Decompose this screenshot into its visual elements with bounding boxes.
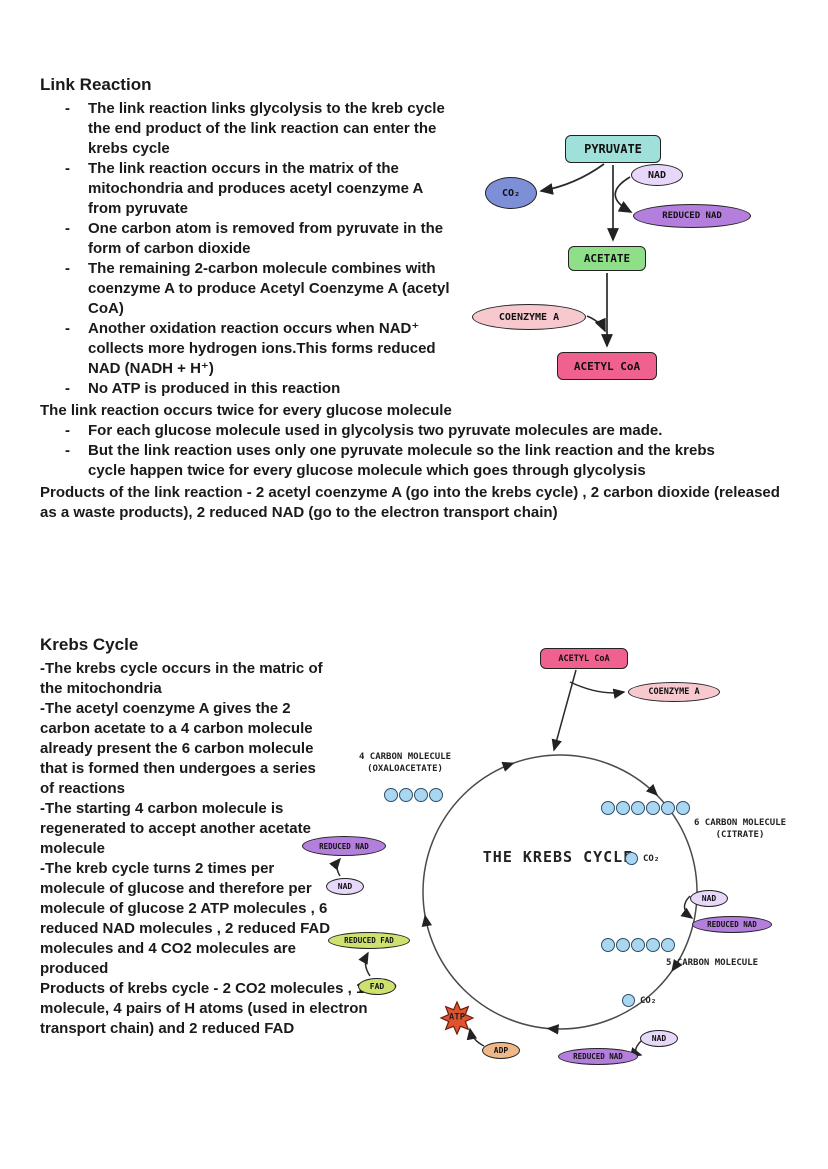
carbon-circle bbox=[646, 801, 660, 815]
carbon-circle bbox=[646, 938, 660, 952]
bullet-text: No ATP is produced in this reaction bbox=[88, 380, 341, 397]
five-carbon-molecules bbox=[601, 938, 675, 952]
krebs-cycle-title: Krebs Cycle bbox=[40, 635, 139, 654]
krebs-paragraph: -The krebs cycle occurs in the matric of… bbox=[40, 660, 323, 697]
carbon-circle bbox=[601, 801, 615, 815]
link-reaction-note-bullets: For each glucose molecule used in glycol… bbox=[40, 421, 782, 481]
four-carbon-label: 4 CARBON MOLECULE bbox=[358, 752, 452, 762]
carbon-circle bbox=[384, 788, 398, 802]
bullet-text: For each glucose molecule used in glycol… bbox=[88, 422, 663, 439]
bullet-text: Another oxidation reaction occurs when N… bbox=[88, 320, 436, 377]
krebs-cycle-diagram: THE KREBS CYCLE ACETYL CoA COENZYME A 4 … bbox=[300, 640, 815, 1100]
co2-dot bbox=[622, 994, 635, 1007]
acetyl-coa-node: ACETYL CoA bbox=[540, 648, 628, 669]
link-reaction-diagram: PYRUVATE NAD CO₂ REDUCED NAD ACETATE COE… bbox=[470, 125, 780, 405]
krebs-diagram-drawing bbox=[329, 669, 698, 1058]
arrow-fad-to-reduced-fad bbox=[358, 951, 371, 977]
reduced-nad-node: REDUCED NAD bbox=[302, 836, 386, 856]
list-item: But the link reaction uses only one pyru… bbox=[40, 441, 782, 481]
list-item: One carbon atom is removed from pyruvate… bbox=[40, 219, 782, 259]
bullet-text: But the link reaction uses only one pyru… bbox=[88, 442, 715, 479]
bullet-text: The link reaction occurs in the matrix o… bbox=[88, 160, 423, 217]
carbon-circle bbox=[429, 788, 443, 802]
ring-arrow bbox=[546, 1024, 559, 1035]
link-reaction-bullet-list: The link reaction links glycolysis to th… bbox=[40, 99, 782, 399]
reduced-fad-node: REDUCED FAD bbox=[328, 932, 410, 949]
nad-node: NAD bbox=[326, 878, 364, 895]
arrow-coenzyme-a-in bbox=[586, 315, 606, 333]
nad-node: NAD bbox=[690, 890, 728, 907]
carbon-circle bbox=[414, 788, 428, 802]
carbon-circle bbox=[631, 801, 645, 815]
coenzyme-a-node: COENZYME A bbox=[472, 304, 586, 330]
co2-label: CO₂ bbox=[640, 996, 657, 1006]
ring-arrow bbox=[501, 761, 515, 772]
atp-star bbox=[439, 1000, 475, 1036]
list-item: For each glucose molecule used in glycol… bbox=[40, 421, 782, 441]
reduced-nad-node: REDUCED NAD bbox=[633, 204, 751, 228]
acetyl-coa-node: ACETYL CoA bbox=[557, 352, 657, 380]
link-reaction-note: The link reaction occurs twice for every… bbox=[40, 402, 452, 419]
list-item: The remaining 2-carbon molecule combines… bbox=[40, 259, 782, 319]
four-carbon-sublabel: (OXALOACETATE) bbox=[367, 764, 443, 774]
link-reaction-title: Link Reaction bbox=[40, 75, 152, 94]
bullet-text: One carbon atom is removed from pyruvate… bbox=[88, 220, 444, 257]
arrow-nad-to-reduced-nad bbox=[614, 176, 633, 213]
link-reaction-products: Products of the link reaction - 2 acetyl… bbox=[40, 484, 780, 521]
co2-label: CO₂ bbox=[643, 854, 660, 864]
carbon-circle bbox=[601, 938, 615, 952]
krebs-center-title: THE KREBS CYCLE bbox=[482, 848, 634, 866]
krebs-cycle-section: Krebs Cycle -The krebs cycle occurs in t… bbox=[40, 634, 440, 1039]
krebs-products: Products of krebs cycle - 2 CO2 molecule… bbox=[40, 980, 397, 1037]
cycle-ring bbox=[422, 754, 698, 1030]
co2-node: CO₂ bbox=[485, 177, 537, 209]
link-reaction-section: Link Reaction The link reaction links gl… bbox=[40, 74, 782, 523]
fad-node: FAD bbox=[358, 978, 396, 995]
bullet-text: The link reaction links glycolysis to th… bbox=[88, 100, 445, 157]
list-item: The link reaction links glycolysis to th… bbox=[40, 99, 782, 159]
nad-node: NAD bbox=[640, 1030, 678, 1047]
reduced-nad-node: REDUCED NAD bbox=[558, 1048, 638, 1065]
ring-arrow bbox=[645, 783, 659, 797]
list-item: Another oxidation reaction occurs when N… bbox=[40, 319, 782, 379]
five-carbon-label: 5 CARBON MOLECULE bbox=[665, 958, 759, 968]
list-item: No ATP is produced in this reaction bbox=[40, 379, 782, 399]
link-diagram-arrows bbox=[539, 163, 633, 348]
pyruvate-node: PYRUVATE bbox=[565, 135, 661, 163]
arrow-nad-bottom bbox=[629, 1039, 643, 1058]
adp-node: ADP bbox=[482, 1042, 520, 1059]
arrow-acetyl-coa-in bbox=[551, 669, 577, 752]
arrow-nad-right bbox=[680, 895, 694, 919]
carbon-circle bbox=[676, 801, 690, 815]
carbon-circle bbox=[399, 788, 413, 802]
acetate-node: ACETATE bbox=[568, 246, 646, 271]
arrow-adp-to-atp bbox=[466, 1027, 485, 1047]
bullet-text: The remaining 2-carbon molecule combines… bbox=[88, 260, 450, 317]
coenzyme-a-node: COENZYME A bbox=[628, 682, 720, 702]
carbon-circle bbox=[616, 801, 630, 815]
carbon-circle bbox=[661, 801, 675, 815]
nad-node: NAD bbox=[631, 164, 683, 186]
reduced-nad-node: REDUCED NAD bbox=[692, 916, 772, 933]
six-carbon-label: 6 CARBON MOLECULE bbox=[693, 818, 787, 828]
krebs-paragraph: -The acetyl coenzyme A gives the 2 carbo… bbox=[40, 700, 316, 797]
krebs-paragraph: -The starting 4 carbon molecule is regen… bbox=[40, 800, 311, 857]
carbon-circle bbox=[616, 938, 630, 952]
arrow-to-co2 bbox=[539, 163, 605, 195]
ring-arrow bbox=[421, 914, 433, 928]
arrow-coenzyme-a-out bbox=[569, 681, 626, 699]
atp-label: ATP bbox=[448, 1012, 466, 1023]
list-item: The link reaction occurs in the matrix o… bbox=[40, 159, 782, 219]
carbon-circle bbox=[631, 938, 645, 952]
carbon-circle bbox=[661, 938, 675, 952]
four-carbon-molecules bbox=[384, 788, 443, 802]
arrow-nad-left bbox=[329, 857, 341, 877]
ring-arrow bbox=[671, 958, 683, 972]
co2-dot bbox=[625, 852, 638, 865]
krebs-paragraph: -The kreb cycle turns 2 times per molecu… bbox=[40, 860, 331, 977]
six-carbon-sublabel: (CITRATE) bbox=[715, 830, 765, 840]
six-carbon-molecules bbox=[601, 801, 690, 815]
